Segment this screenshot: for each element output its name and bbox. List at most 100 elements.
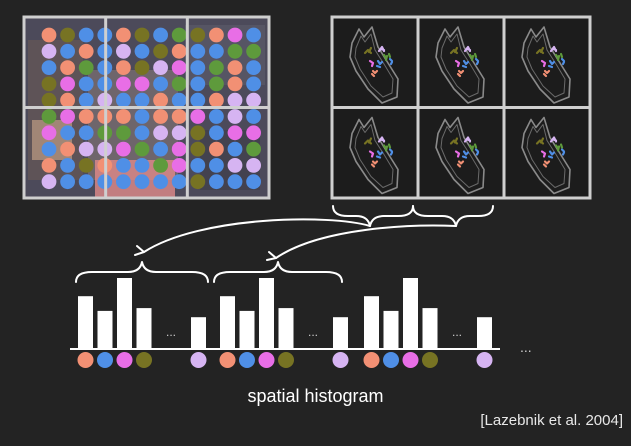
word-dot-pink (258, 352, 275, 368)
histogram-bar (136, 308, 152, 348)
word-dot-blue (239, 352, 255, 368)
visual-word-dot (209, 109, 224, 124)
visual-word-dot (246, 92, 261, 108)
visual-word-dot (246, 141, 261, 157)
histogram-bar (364, 296, 379, 348)
visual-word-dot (41, 60, 57, 75)
visual-word-dot (41, 158, 57, 173)
visual-word-dot (134, 76, 150, 92)
brace-hist-mid (213, 261, 343, 283)
visual-word-dot (246, 43, 261, 59)
word-dot-salmon (363, 352, 380, 368)
word-dot-olive (422, 352, 438, 368)
word-dot-blue (383, 352, 399, 368)
visual-word-dot (190, 125, 206, 141)
visual-word-dot (134, 125, 150, 141)
visual-word-dot (116, 158, 131, 173)
word-dot-blue (97, 352, 113, 368)
histogram-bar (220, 296, 235, 348)
visual-word-dot (41, 141, 57, 157)
histogram-bar (239, 310, 255, 348)
visual-word-dot (60, 76, 75, 92)
right-sketch-panel (330, 15, 592, 200)
visual-word-dot (78, 43, 94, 59)
visual-word-dot (41, 43, 57, 59)
visual-word-dot (171, 43, 187, 59)
visual-word-dot (227, 141, 243, 157)
visual-word-dot (190, 27, 206, 43)
histogram-bar (278, 308, 294, 348)
brace-hist-left (75, 261, 209, 283)
visual-word-dot (60, 141, 75, 157)
visual-word-dot (60, 27, 75, 43)
histogram-ellipsis: ... (308, 325, 318, 339)
visual-word-dot (246, 27, 261, 43)
visual-word-dot (246, 174, 261, 190)
histogram: ... (356, 278, 500, 368)
arrow-to-left-hist (143, 218, 371, 253)
arrowhead-left (134, 245, 145, 256)
visual-word-dot (134, 141, 150, 157)
arrow-to-mid-hist (275, 224, 457, 259)
visual-word-dot (41, 27, 57, 43)
visual-word-dot (153, 92, 169, 108)
visual-word-dot (78, 76, 94, 92)
visual-word-dot (209, 125, 224, 141)
visual-word-dot (190, 76, 206, 92)
word-dot-salmon (77, 352, 94, 368)
right-grid-lines (330, 15, 592, 200)
visual-word-dot (134, 92, 150, 108)
word-dot-pink (402, 352, 419, 368)
word-dot-lavender (190, 352, 207, 368)
visual-word-dot (116, 60, 131, 75)
visual-word-dot (78, 27, 94, 43)
visual-word-dot (116, 174, 131, 190)
visual-word-dot (227, 109, 243, 124)
left-image-panel (22, 15, 271, 200)
visual-word-dot (41, 92, 57, 108)
visual-word-dot (116, 43, 131, 59)
visual-word-dot (227, 60, 243, 75)
visual-word-dot (171, 158, 187, 173)
visual-word-dot (134, 109, 150, 124)
visual-word-dot (209, 60, 224, 75)
visual-word-dot (171, 109, 187, 124)
visual-word-dot (227, 92, 243, 108)
visual-word-dot (134, 27, 150, 43)
visual-word-dot (209, 76, 224, 92)
word-dot-pink (116, 352, 133, 368)
visual-word-dot (60, 43, 75, 59)
visual-word-dot (41, 109, 57, 124)
visual-word-dot (60, 109, 75, 124)
citation: [Lazebnik et al. 2004] (480, 412, 623, 429)
visual-word-dot (190, 109, 206, 124)
visual-word-dot (153, 109, 169, 124)
visual-word-dot (78, 92, 94, 108)
visual-word-dot (209, 158, 224, 173)
histogram-bar (422, 308, 438, 348)
connectors (75, 205, 494, 283)
visual-word-dot (190, 158, 206, 173)
visual-word-dot (116, 92, 131, 108)
histogram-ellipsis: ... (452, 325, 462, 339)
visual-word-dot (209, 174, 224, 190)
visual-word-dot (41, 125, 57, 141)
visual-word-dot (60, 174, 75, 190)
visual-word-dot (116, 27, 131, 43)
visual-word-dot (190, 174, 206, 190)
histogram-bar (191, 317, 206, 348)
visual-word-dot (60, 125, 75, 141)
visual-word-dots (41, 27, 261, 190)
visual-word-dot (227, 76, 243, 92)
visual-word-dot (171, 141, 187, 157)
visual-word-dot (78, 109, 94, 124)
brace-right-left (332, 205, 414, 227)
visual-word-dot (190, 43, 206, 59)
trailing-ellipsis: ... (520, 339, 532, 355)
histograms: ......... (70, 278, 500, 368)
visual-word-dot (60, 92, 75, 108)
visual-word-dot (171, 125, 187, 141)
word-dot-lavender (476, 352, 493, 368)
visual-word-dot (190, 60, 206, 75)
word-dot-salmon (219, 352, 236, 368)
